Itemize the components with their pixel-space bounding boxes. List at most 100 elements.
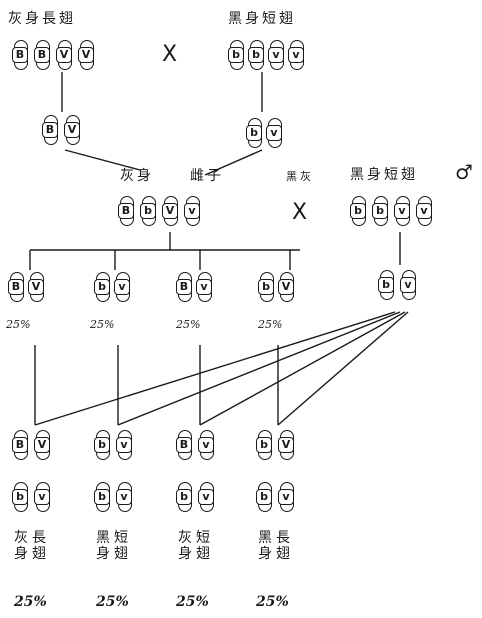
chromosome: b <box>140 196 156 226</box>
gene-label: v <box>400 277 416 293</box>
chromosome: b <box>350 196 366 226</box>
chromosome: V <box>56 40 72 70</box>
chromosome: b <box>378 270 394 300</box>
gene-label: b <box>94 489 110 505</box>
gene-label: v <box>416 203 432 219</box>
f1-female-label: 灰身 <box>120 168 154 184</box>
offspring-label-col: 長翅 <box>32 530 46 562</box>
gene-label: b <box>94 279 110 295</box>
gene-label: b <box>12 489 28 505</box>
gene-label: V <box>64 122 80 138</box>
chromosome: b <box>94 272 110 302</box>
chromosome: v <box>416 196 432 226</box>
chromosome: B <box>12 40 28 70</box>
gene-label: v <box>198 437 214 453</box>
connector-line <box>34 311 396 426</box>
gene-label: b <box>246 125 262 141</box>
chromosome: B <box>176 430 192 460</box>
gene-label: V <box>34 437 50 453</box>
chromosome: B <box>118 196 134 226</box>
chromosome: V <box>278 430 294 460</box>
gene-label: B <box>34 47 50 63</box>
chromosome: v <box>288 40 304 70</box>
gene-label: v <box>196 279 212 295</box>
chromosome: b <box>256 482 272 512</box>
gene-label: B <box>118 203 134 219</box>
gene-label: V <box>162 203 178 219</box>
connector-line <box>117 311 401 426</box>
chromosome: b <box>372 196 388 226</box>
chromosome: b <box>258 272 274 302</box>
gene-label: B <box>12 437 28 453</box>
chromosome: V <box>78 40 94 70</box>
chromosome: v <box>116 430 132 460</box>
chromosome: B <box>12 430 28 460</box>
chromosome: b <box>94 482 110 512</box>
connector-line <box>204 149 263 176</box>
gamete-percent: 25% <box>90 318 115 331</box>
chromosome: v <box>198 430 214 460</box>
gene-label: b <box>228 47 244 63</box>
offspring-label-col: 短翅 <box>196 530 210 562</box>
parent-black-short-label: 黑身短翅 <box>228 11 296 27</box>
chromosome: b <box>248 40 264 70</box>
f1-cross-symbol: X <box>292 200 308 225</box>
connector-line <box>64 149 141 171</box>
gene-label: V <box>278 437 294 453</box>
gene-label: v <box>394 203 410 219</box>
offspring-label-col: 灰身 <box>178 530 192 562</box>
gene-label: v <box>288 47 304 63</box>
chromosome: b <box>228 40 244 70</box>
chromosome: B <box>42 115 58 145</box>
chromosome: b <box>94 430 110 460</box>
chromosome: b <box>12 482 28 512</box>
gene-label: B <box>8 279 24 295</box>
gene-label: V <box>78 47 94 63</box>
chromosome: V <box>162 196 178 226</box>
chromosome: v <box>116 482 132 512</box>
chromosome: v <box>114 272 130 302</box>
chromosome: B <box>34 40 50 70</box>
gene-label: b <box>258 279 274 295</box>
gene-label: v <box>114 279 130 295</box>
chromosome: V <box>28 272 44 302</box>
chromosome: b <box>246 118 262 148</box>
gene-label: v <box>198 489 214 505</box>
gamete-percent: 25% <box>6 318 31 331</box>
offspring-label-col: 黑身 <box>258 530 272 562</box>
chromosome: v <box>400 270 416 300</box>
chromosome: v <box>394 196 410 226</box>
offspring-label-col: 長翅 <box>276 530 290 562</box>
chromosome: V <box>64 115 80 145</box>
offspring-label-col: 短翅 <box>114 530 128 562</box>
offspring-percent: 25% <box>14 594 47 610</box>
gene-label: v <box>266 125 282 141</box>
f1-female-sublabel: 雌子 <box>190 168 224 184</box>
parent-gray-long-label: 灰身長翅 <box>8 11 76 27</box>
gene-label: b <box>350 203 366 219</box>
gamete-percent: 25% <box>258 318 283 331</box>
gamete-percent: 25% <box>176 318 201 331</box>
gene-label: B <box>176 279 192 295</box>
gene-label: V <box>28 279 44 295</box>
gene-label: v <box>34 489 50 505</box>
gene-label: V <box>278 279 294 295</box>
gene-label: b <box>372 203 388 219</box>
gene-label: b <box>256 437 272 453</box>
gene-label: b <box>256 489 272 505</box>
connector-line <box>277 311 409 426</box>
gene-label: b <box>140 203 156 219</box>
offspring-label-col: 灰身 <box>14 530 28 562</box>
gene-label: v <box>268 47 284 63</box>
chromosome: v <box>198 482 214 512</box>
gene-label: v <box>278 489 294 505</box>
chromosome: v <box>266 118 282 148</box>
offspring-percent: 25% <box>176 594 209 610</box>
chromosome: b <box>256 430 272 460</box>
gene-label: B <box>42 122 58 138</box>
chromosome: b <box>176 482 192 512</box>
male-symbol: ♂ <box>455 160 473 184</box>
f1-male-prefix: 黑灰 <box>286 170 314 183</box>
chromosome: v <box>278 482 294 512</box>
